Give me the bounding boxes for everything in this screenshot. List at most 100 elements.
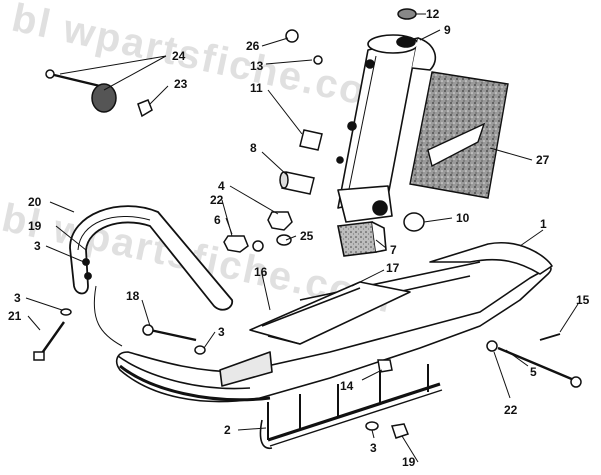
callout-15: 15	[576, 293, 590, 307]
leader-19b	[401, 435, 419, 463]
callout-7: 7	[390, 243, 397, 257]
cotter-pin-15	[539, 333, 561, 341]
leader-3d	[371, 429, 375, 439]
spindle-hole-upper	[365, 59, 375, 69]
leader-16	[261, 273, 271, 311]
ski-tip	[429, 242, 553, 275]
callout-2: 2	[224, 423, 231, 437]
nut-19-bottom	[391, 423, 409, 439]
callout-5: 5	[530, 365, 537, 379]
callout-9: 9	[444, 23, 451, 37]
ski-loop-body	[69, 205, 234, 311]
leader-25	[285, 235, 297, 241]
washer-22-right	[486, 340, 498, 352]
washer-3-mid	[194, 345, 206, 355]
leader-24	[59, 55, 167, 91]
loop-hole-2	[84, 272, 92, 280]
leader-3a	[45, 245, 85, 263]
bolt-21	[39, 321, 65, 357]
washer-25	[276, 234, 292, 246]
leader-9	[419, 29, 441, 41]
pivot-block-side	[371, 221, 387, 253]
callout-3b: 3	[14, 291, 21, 305]
leader-23	[149, 85, 169, 105]
spindle-bore	[396, 36, 416, 48]
spindle-arm	[411, 37, 437, 71]
callout-24: 24	[172, 49, 186, 63]
leader-4	[229, 185, 279, 215]
pivot-block-body	[337, 221, 377, 257]
callout-6: 6	[214, 213, 221, 227]
hardware	[33, 8, 582, 439]
leader-14	[361, 369, 383, 381]
callout-3a: 3	[34, 239, 41, 253]
bolt-24-head	[45, 69, 55, 79]
callout-23: 23	[174, 77, 188, 91]
screw-13	[313, 55, 323, 65]
ski-bracket	[219, 351, 273, 387]
callout-25: 25	[300, 229, 314, 243]
leader-1	[519, 229, 544, 247]
bolt-21-head	[33, 351, 45, 361]
watermark-text-top: bl wpartsfiche.com	[8, 0, 407, 122]
leader-8	[261, 151, 289, 177]
callout-4: 4	[218, 179, 225, 193]
leader-3c	[203, 331, 216, 349]
nut-14	[377, 359, 393, 373]
callout-3d: 3	[370, 441, 377, 455]
spindle	[336, 34, 437, 223]
leader-11	[267, 89, 303, 135]
skag-runner-hook	[259, 419, 273, 449]
skag-studs	[267, 364, 429, 440]
ski-loop-highlight	[77, 216, 151, 251]
plug-26	[285, 29, 299, 43]
leader-2	[237, 427, 267, 431]
callout-20: 20	[28, 195, 42, 209]
leader-17	[351, 269, 385, 287]
bolt-18	[149, 328, 197, 342]
callout-14: 14	[340, 379, 354, 393]
leader-20	[49, 201, 75, 213]
leader-10	[423, 217, 453, 223]
callout-22b: 22	[504, 403, 518, 417]
washer-3-left	[60, 308, 72, 316]
cap-12	[397, 8, 417, 20]
leader-22b	[493, 351, 511, 399]
callout-22a: 22	[210, 193, 224, 207]
ski-keel	[119, 364, 271, 402]
callout-27: 27	[536, 153, 550, 167]
callout-8: 8	[250, 141, 257, 155]
callout-21: 21	[8, 309, 22, 323]
leader-3b	[25, 297, 63, 311]
callout-10: 10	[456, 211, 470, 225]
ski-edge-line	[117, 355, 251, 390]
nut-4	[267, 211, 293, 231]
callout-3c: 3	[218, 325, 225, 339]
leader-lines	[25, 13, 579, 463]
grommet-24	[91, 83, 117, 113]
decal-pad	[409, 71, 509, 199]
bushing-10	[403, 212, 425, 232]
washer-3-bottom	[365, 421, 379, 431]
clevis-pin-hole	[372, 200, 388, 216]
callout-19b: 19	[402, 455, 416, 469]
callouts: 1 2 3 3 3 3 4 5 6 7 8 9 10 11 12 13 14 1…	[8, 7, 590, 469]
leader-21	[27, 315, 41, 331]
callout-13: 13	[250, 59, 264, 73]
leader-15	[559, 303, 579, 333]
leader-27	[489, 147, 533, 161]
bolt-24	[49, 72, 101, 88]
leader-18	[141, 299, 151, 327]
saddle-detail	[261, 287, 361, 345]
nut-23	[137, 99, 153, 118]
spindle-hole-mid	[347, 121, 357, 131]
nut-6	[223, 235, 249, 253]
leader-5	[505, 349, 529, 367]
callout-18: 18	[126, 289, 140, 303]
bushing-11	[299, 129, 323, 151]
skag-runner	[267, 382, 441, 442]
callout-19a: 19	[28, 219, 42, 233]
leader-26	[261, 37, 289, 47]
